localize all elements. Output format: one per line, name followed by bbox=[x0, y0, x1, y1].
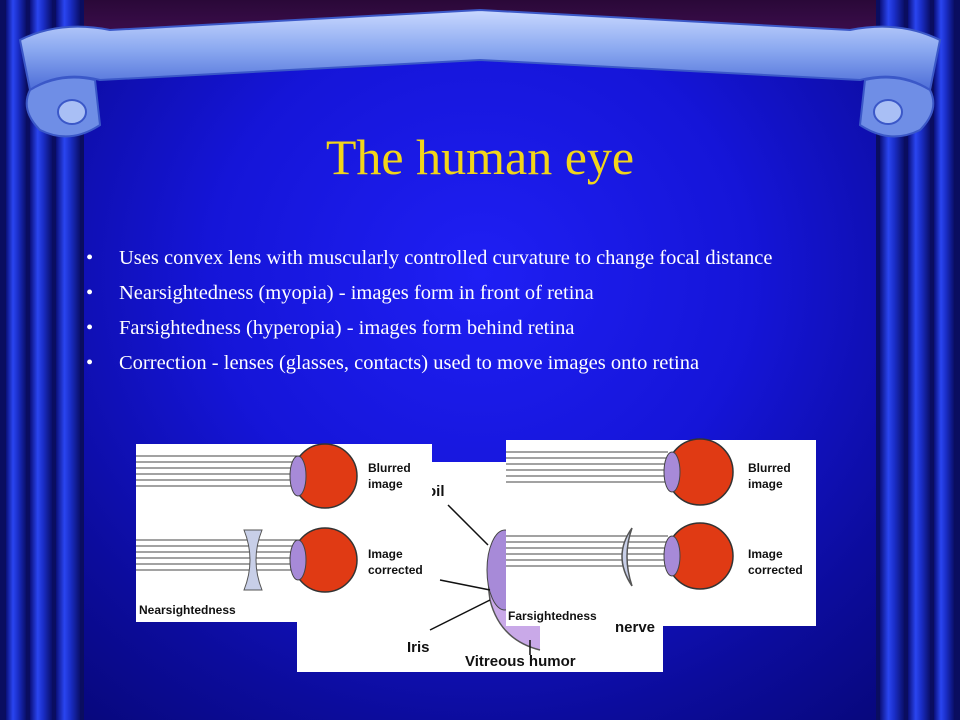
ribbon-banner bbox=[18, 8, 942, 138]
farsightedness-figure: Blurred image Image corrected Farsighted… bbox=[506, 438, 816, 636]
slide-title: The human eye bbox=[325, 129, 635, 185]
bullet-text: Farsightedness (hyperopia) - images form… bbox=[119, 317, 575, 339]
bullet-item: • Correction - lenses (glasses, contacts)… bbox=[82, 351, 882, 375]
far-top-label-2: image bbox=[748, 477, 783, 491]
near-top-label-2: image bbox=[368, 477, 403, 491]
bullet-dot-icon: • bbox=[86, 352, 94, 374]
label-iris: Iris bbox=[407, 639, 430, 656]
bullet-text: Uses convex lens with muscularly control… bbox=[119, 247, 773, 269]
near-bottom-label-1: Image bbox=[368, 547, 403, 561]
bullet-dot-icon: • bbox=[86, 317, 94, 339]
label-nerve: nerve bbox=[615, 619, 655, 636]
near-top-label-1: Blurred bbox=[368, 461, 411, 475]
bullet-dot-icon: • bbox=[86, 282, 94, 304]
near-caption: Nearsightedness bbox=[139, 603, 236, 617]
bullet-item: • Uses convex lens with muscularly contro… bbox=[82, 246, 882, 270]
near-bottom-label-2: corrected bbox=[368, 563, 423, 577]
bullet-item: • Nearsightedness (myopia) - images form … bbox=[82, 281, 882, 305]
far-caption: Farsightedness bbox=[508, 609, 597, 623]
bullet-list: • Uses convex lens with muscularly contro… bbox=[82, 246, 882, 386]
bullet-text: Nearsightedness (myopia) - images form i… bbox=[119, 282, 594, 304]
label-vitreous: Vitreous humor bbox=[465, 653, 576, 670]
far-top-label-1: Blurred bbox=[748, 461, 791, 475]
nearsightedness-figure: Blurred image Image corrected Nearsighte… bbox=[136, 443, 432, 622]
far-bottom-label-1: Image bbox=[748, 547, 783, 561]
bullet-dot-icon: • bbox=[86, 247, 94, 269]
bullet-text: Correction - lenses (glasses, contacts) … bbox=[119, 352, 700, 374]
bullet-item: • Farsightedness (hyperopia) - images for… bbox=[82, 316, 882, 340]
far-bottom-label-2: corrected bbox=[748, 563, 803, 577]
